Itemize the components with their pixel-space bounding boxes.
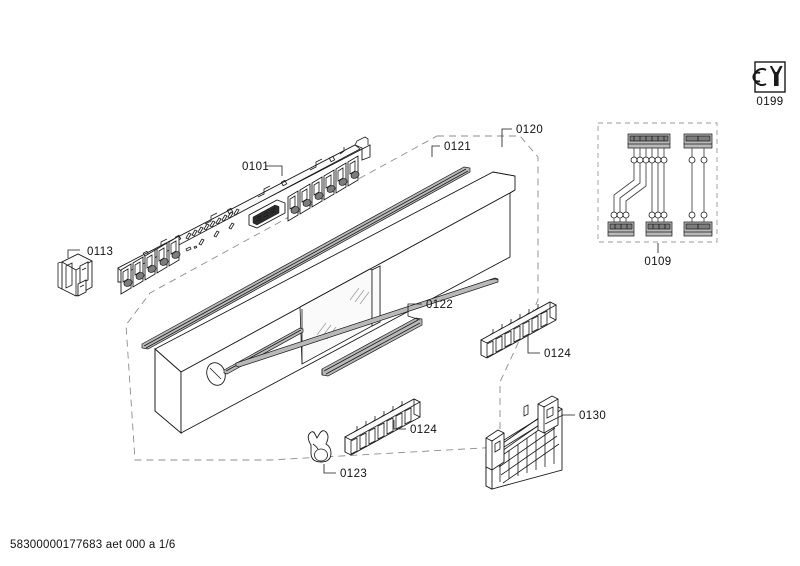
pcb-switch-group-right xyxy=(287,155,360,222)
button-strip-0124-upper xyxy=(480,301,557,359)
trim-strip-0121 xyxy=(141,166,471,350)
callout-label-0130: 0130 xyxy=(579,410,606,422)
callout-label-0101: 0101 xyxy=(242,161,269,173)
harness-box-0109 xyxy=(597,122,718,243)
callout-label-0123: 0123 xyxy=(340,468,367,480)
callout-label-0113: 0113 xyxy=(87,246,113,258)
fascia-panel-0120 xyxy=(154,171,516,434)
clamp-glyph xyxy=(752,68,767,86)
two-wire-harness xyxy=(683,133,713,237)
service-tool-icon-0199 xyxy=(752,61,786,93)
callout-labels: 0101 0113 0120 0121 0122 0124 0124 0123 … xyxy=(87,96,783,480)
wrench-glyph xyxy=(769,66,783,86)
pcb-seven-segment-display xyxy=(248,199,286,229)
callout-label-0109: 0109 xyxy=(644,256,671,268)
tool-icon-label-0199: 0199 xyxy=(756,96,783,108)
pcb-switch-group-left xyxy=(120,235,181,295)
mounting-bracket-0130 xyxy=(485,395,563,490)
callout-label-0121: 0121 xyxy=(444,141,471,153)
drawing-footer-id: 58300000177683 aet 000 a 1/6 xyxy=(10,539,176,551)
leader-lines xyxy=(67,128,659,474)
handle-bar-0122 xyxy=(321,317,423,377)
control-pcb-0101 xyxy=(117,136,371,295)
selector-knob-0123 xyxy=(307,430,332,463)
callout-label-0124-upper: 0124 xyxy=(544,348,571,360)
multi-pin-ribbon-harness xyxy=(607,133,673,237)
callout-label-0120: 0120 xyxy=(516,124,543,136)
cable-clip-0113 xyxy=(57,253,93,297)
pcb-led-row xyxy=(185,208,240,252)
button-strip-0124-lower xyxy=(344,398,421,456)
callout-label-0122: 0122 xyxy=(426,299,453,311)
callout-label-0124-lower: 0124 xyxy=(410,424,437,436)
